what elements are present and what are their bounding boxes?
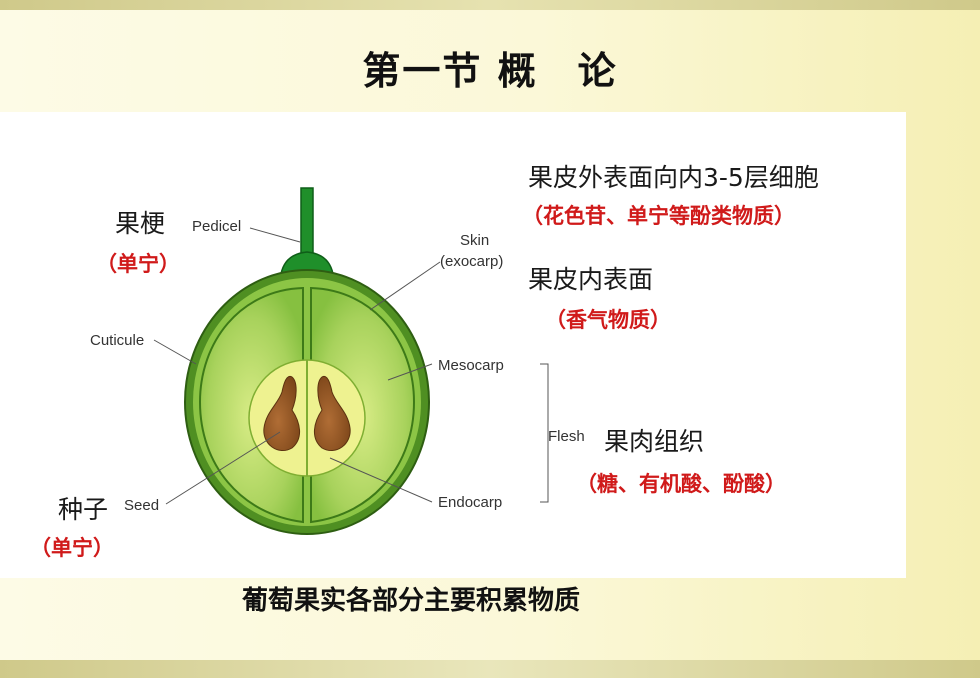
flesh-name: 果肉组织 — [604, 427, 705, 456]
skin-outer-name: 果皮外表面向内3-5层细胞 — [528, 163, 819, 192]
figure-caption: 葡萄果实各部分主要积累物质 — [242, 586, 581, 616]
skin-label: Skin — [460, 232, 489, 249]
stem-name: 果梗 — [115, 209, 166, 238]
seed-left — [263, 375, 300, 451]
endocarp-label: Endocarp — [438, 494, 502, 511]
cuticule-label: Cuticule — [90, 332, 144, 349]
seed-label: Seed — [124, 497, 159, 514]
leader-lines — [153, 227, 549, 505]
skin-inner-substance: （香气物质） — [545, 307, 671, 332]
stem-substance: （单宁） — [96, 251, 180, 276]
top-band — [0, 0, 980, 10]
flesh-label: Flesh — [548, 428, 585, 445]
skin-inner-name: 果皮内表面 — [528, 265, 654, 294]
bottom-band — [0, 660, 980, 678]
mesocarp-label: Mesocarp — [438, 357, 504, 374]
seed-name: 种子 — [58, 495, 109, 524]
exocarp-label: (exocarp) — [440, 253, 503, 270]
seed-substance: （单宁） — [30, 535, 114, 560]
pedicel-label: Pedicel — [192, 218, 241, 235]
grape-berry-diagram: Pedicel Skin (exocarp) Cuticule Mesocarp… — [90, 187, 585, 535]
skin-outer-substance: （花色苷、单宁等酚类物质） — [522, 203, 795, 228]
page-title: 第一节 概 论 — [362, 49, 618, 93]
diagram-panel: Pedicel Skin (exocarp) Cuticule Mesocarp… — [0, 112, 906, 578]
flesh-substance: （糖、有机酸、酚酸） — [576, 471, 786, 496]
seed-right — [314, 375, 351, 451]
